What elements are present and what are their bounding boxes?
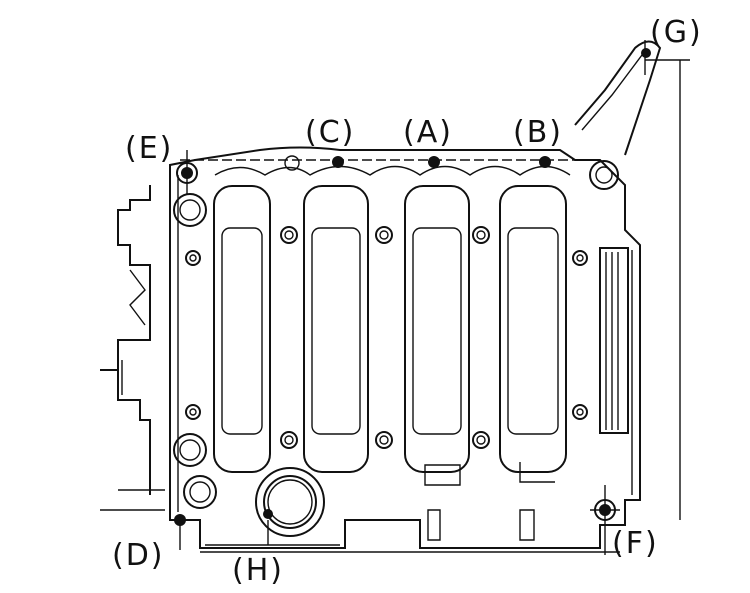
marker-ring-f <box>594 499 616 521</box>
label-a: (A) <box>403 115 453 150</box>
crankcase-outline <box>169 146 641 549</box>
marker-ring-e <box>176 162 198 184</box>
label-f: (F) <box>612 526 659 561</box>
marker-point-c <box>332 156 344 168</box>
label-h: (H) <box>232 553 284 588</box>
left-housing-details <box>100 185 165 511</box>
marker-point-b <box>539 156 551 168</box>
top-lobes <box>214 165 571 176</box>
oil-port <box>255 467 535 541</box>
callout-labels: (A) (B) (C) (D) (E) (F) (G) (H) <box>112 15 703 588</box>
marker-point-h <box>263 509 273 519</box>
label-c: (C) <box>305 115 355 150</box>
label-g: (G) <box>650 15 703 50</box>
bearing-cavities <box>213 185 567 486</box>
label-e: (E) <box>125 131 173 166</box>
leader-lines <box>179 150 620 555</box>
marker-point-d <box>174 514 186 526</box>
marker-point-f <box>599 504 611 516</box>
marker-points <box>174 48 651 526</box>
marker-point-e <box>181 167 193 179</box>
marker-point-a <box>428 156 440 168</box>
label-d: (D) <box>112 538 165 573</box>
g-bracket-arm <box>574 40 690 520</box>
label-b: (B) <box>513 115 563 150</box>
marker-point-g <box>641 48 651 58</box>
bolt-holes <box>173 155 619 509</box>
right-rib-panel <box>599 247 629 434</box>
